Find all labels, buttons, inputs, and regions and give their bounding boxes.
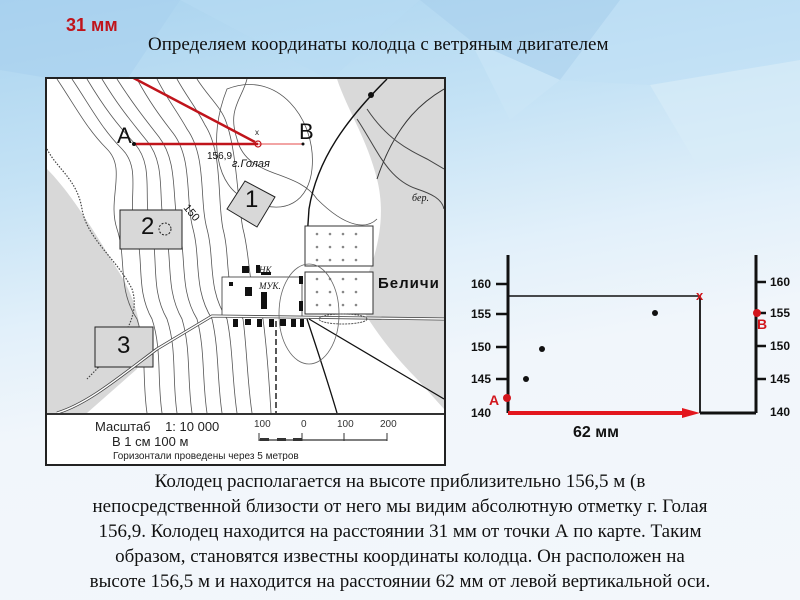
well-x-marker: x xyxy=(696,288,704,303)
hill-name: г.Голая xyxy=(232,158,270,170)
left-axis-tick: 145 xyxy=(471,372,492,386)
left-axis-tick: 150 xyxy=(471,340,492,354)
scalebar xyxy=(258,433,388,441)
text-line: Колодец располагается на высоте приблизи… xyxy=(154,471,646,492)
topographic-map: x A B 156,9 г.Голая бер. 150 1 2 3 Белич… xyxy=(45,77,446,466)
left-axis-tick: 140 xyxy=(471,406,492,420)
elevation-profile xyxy=(496,255,766,418)
right-axis-tick: 140 xyxy=(770,405,791,419)
village-name: Беличи xyxy=(378,275,440,292)
scalebar-tick: 0 xyxy=(301,419,307,430)
legend-scale: Масштаб 1: 10 000 xyxy=(95,419,220,434)
text-line: высоте 156,5 м и находится на расстоянии… xyxy=(89,571,711,592)
text-line: 156,9. Колодец находится на расстоянии 3… xyxy=(98,521,702,542)
well-marker xyxy=(254,140,262,148)
distance-62mm-label: 62 мм xyxy=(573,424,619,441)
profile-point-b xyxy=(753,309,761,317)
scalebar-tick: 100 xyxy=(337,419,354,430)
text-line: непосредственной близости от него мы вид… xyxy=(92,496,708,517)
text-line: образом, становятся известны координаты … xyxy=(115,546,685,567)
explanation-text: Колодец располагается на высоте приблизи… xyxy=(20,469,780,594)
area-2 xyxy=(119,209,183,250)
elevation-mark: 156,9 xyxy=(207,151,233,162)
map-point-b: B xyxy=(299,119,314,144)
area-1-label: 1 xyxy=(245,186,259,213)
left-axis-tick: 155 xyxy=(471,307,492,321)
left-axis-tick: 160 xyxy=(471,277,492,291)
map-legend: Масштаб 1: 10 000 В 1 см 100 м Горизонта… xyxy=(47,413,444,464)
river-area xyxy=(337,79,444,409)
right-axis-tick: 145 xyxy=(770,372,791,386)
area-2-label: 2 xyxy=(141,213,155,240)
slide-title: Определяем координаты колодца с ветряным… xyxy=(148,34,609,55)
map-point-a: A xyxy=(117,123,132,148)
profile-label-a: A xyxy=(489,392,500,408)
pointer-31mm xyxy=(132,79,256,144)
area-3-label: 3 xyxy=(117,332,131,359)
svg-text:x: x xyxy=(255,128,259,137)
building-label-muk: МУК. xyxy=(259,281,281,291)
shore-label: бер. xyxy=(412,193,429,204)
area-1 xyxy=(226,180,276,228)
distance-31mm-label: 31 мм xyxy=(66,15,118,35)
profile-label-b: B xyxy=(757,316,768,332)
lowland-area xyxy=(47,169,141,413)
right-axis-tick: 160 xyxy=(770,275,791,289)
right-axis-tick: 155 xyxy=(770,306,791,320)
building-label-nk: НК xyxy=(259,265,272,275)
scalebar-tick: 200 xyxy=(380,419,397,430)
legend-scale-cm: В 1 см 100 м xyxy=(112,434,189,449)
map-drawing: x xyxy=(47,79,444,413)
right-axis-tick: 150 xyxy=(770,339,791,353)
legend-contours: Горизонтали проведены через 5 метров xyxy=(113,451,299,462)
scalebar-tick: 100 xyxy=(254,419,271,430)
profile-point-a xyxy=(503,394,511,402)
